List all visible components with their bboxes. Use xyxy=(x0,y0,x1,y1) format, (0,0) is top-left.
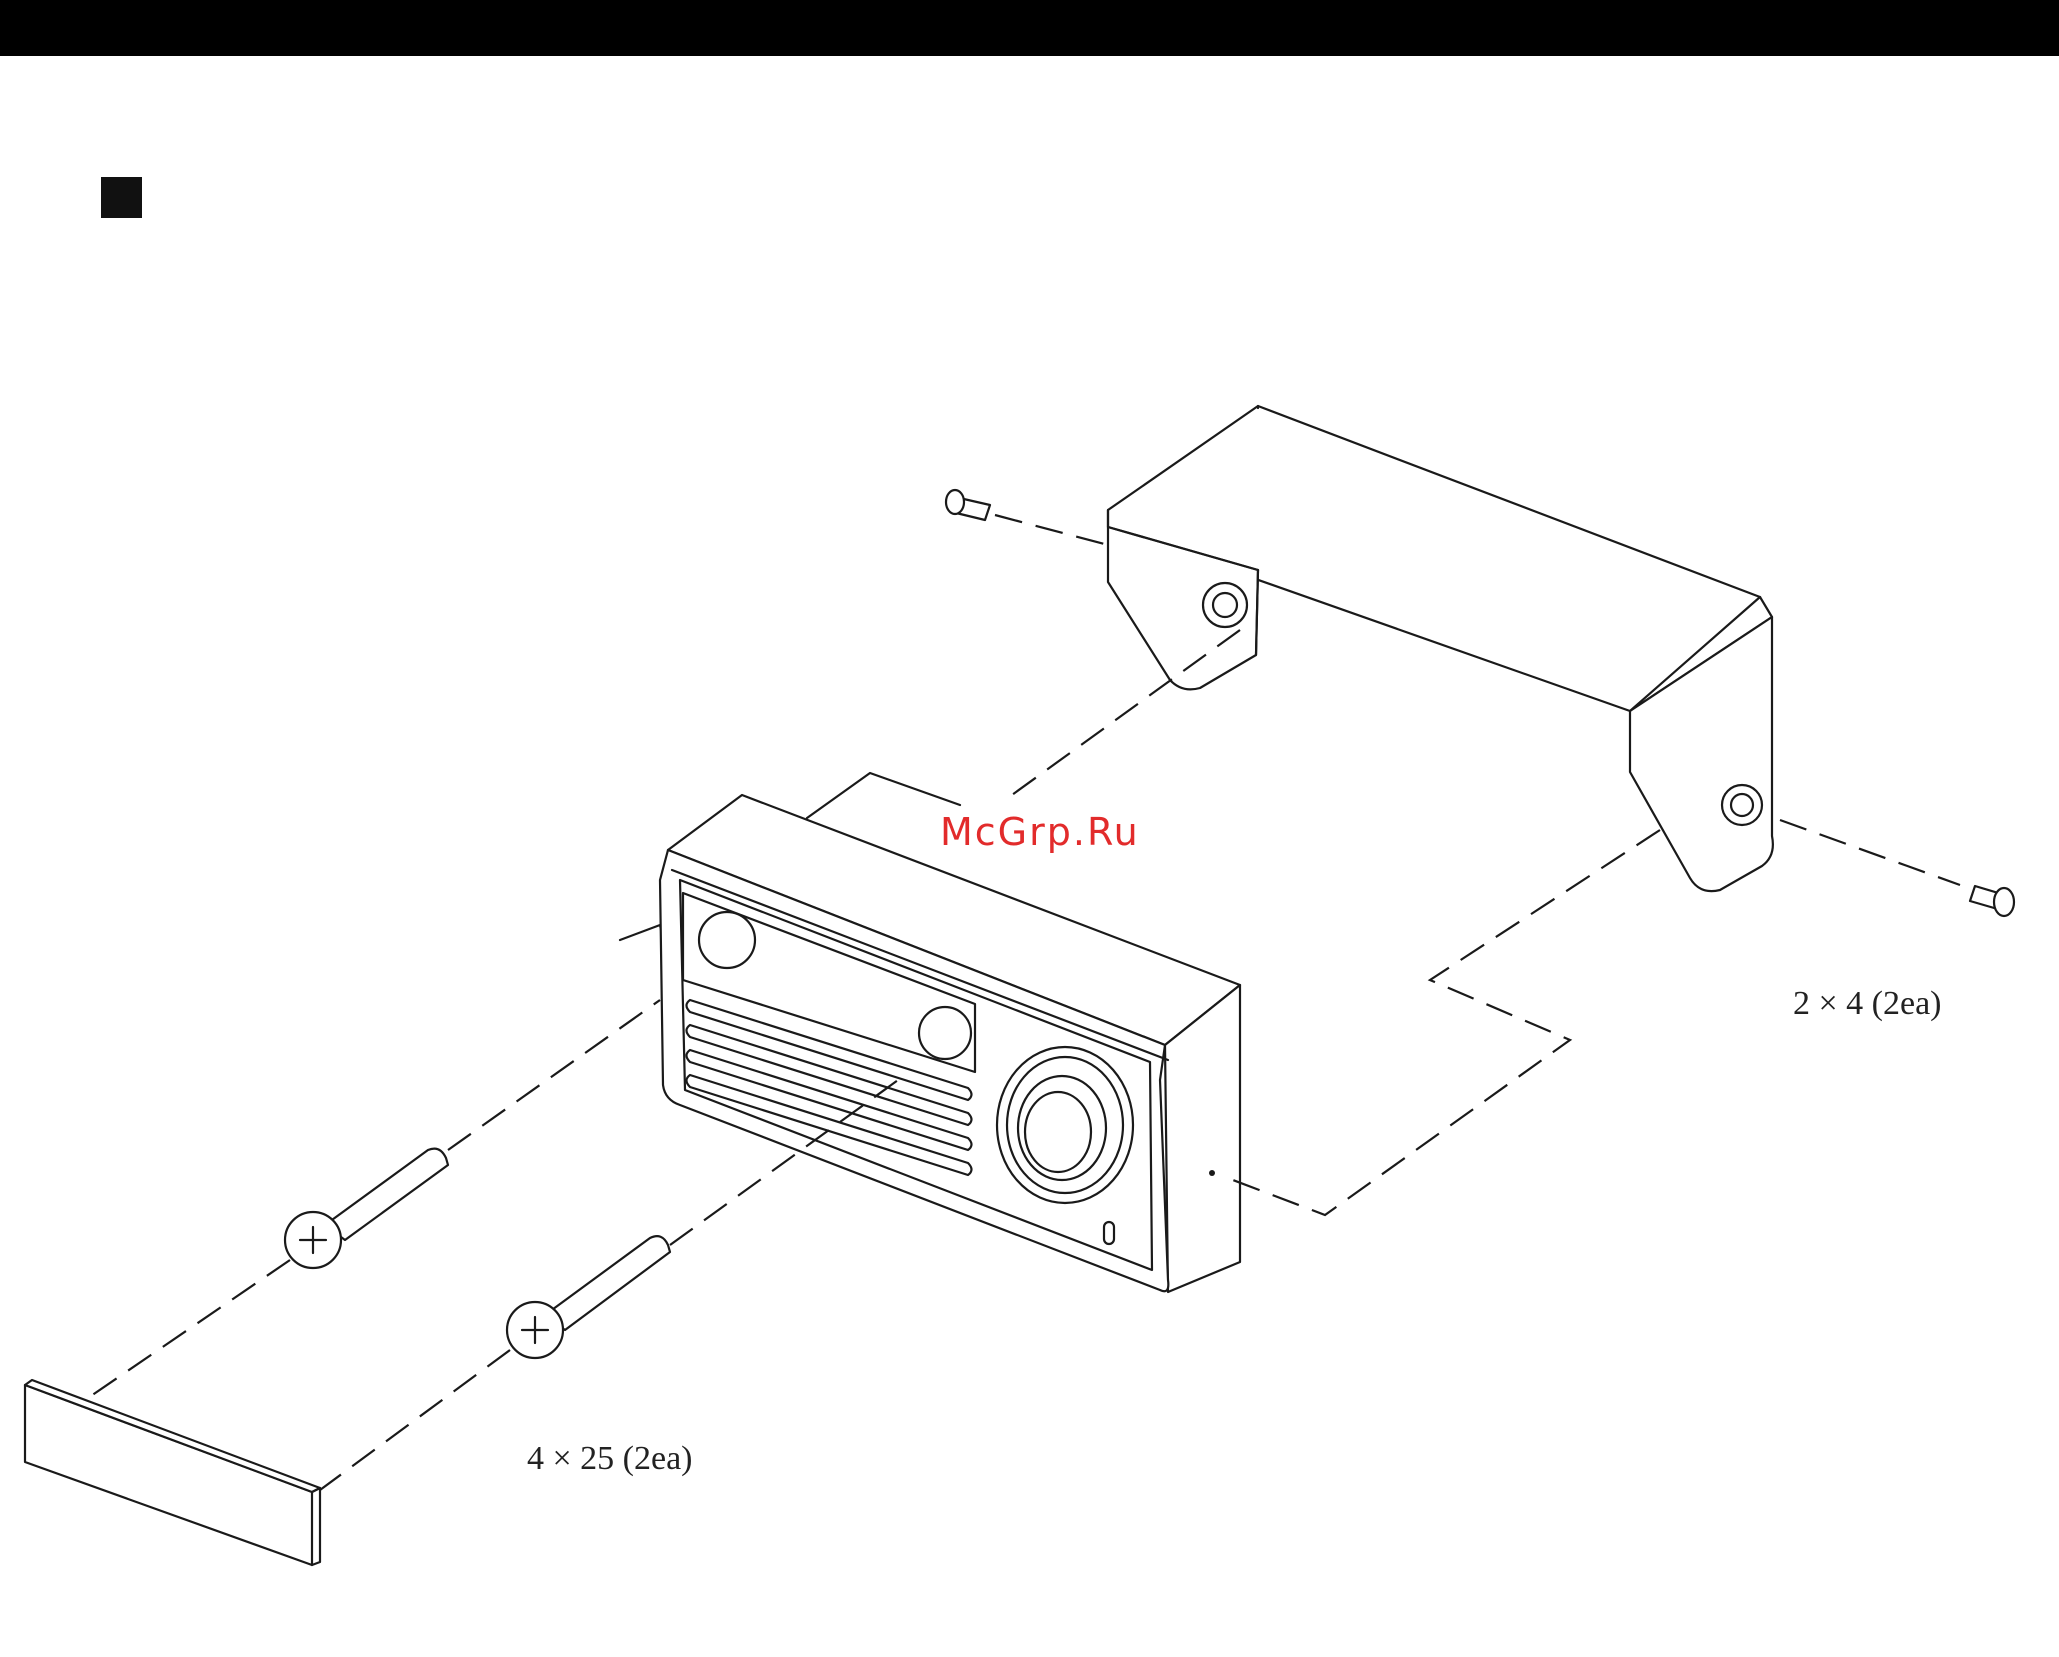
small-screw-right xyxy=(1970,886,2014,916)
mounting-bracket xyxy=(1108,406,1773,891)
large-screw-label: 4 × 25 (2ea) xyxy=(527,1440,693,1478)
large-screw-upper xyxy=(285,1149,448,1268)
cover-plate xyxy=(25,1380,320,1565)
watermark-text: McGrp.Ru xyxy=(940,810,1140,854)
small-screw-label: 2 × 4 (2ea) xyxy=(1793,985,1942,1023)
large-screw-lower xyxy=(507,1236,670,1358)
small-screw-top xyxy=(946,490,990,520)
